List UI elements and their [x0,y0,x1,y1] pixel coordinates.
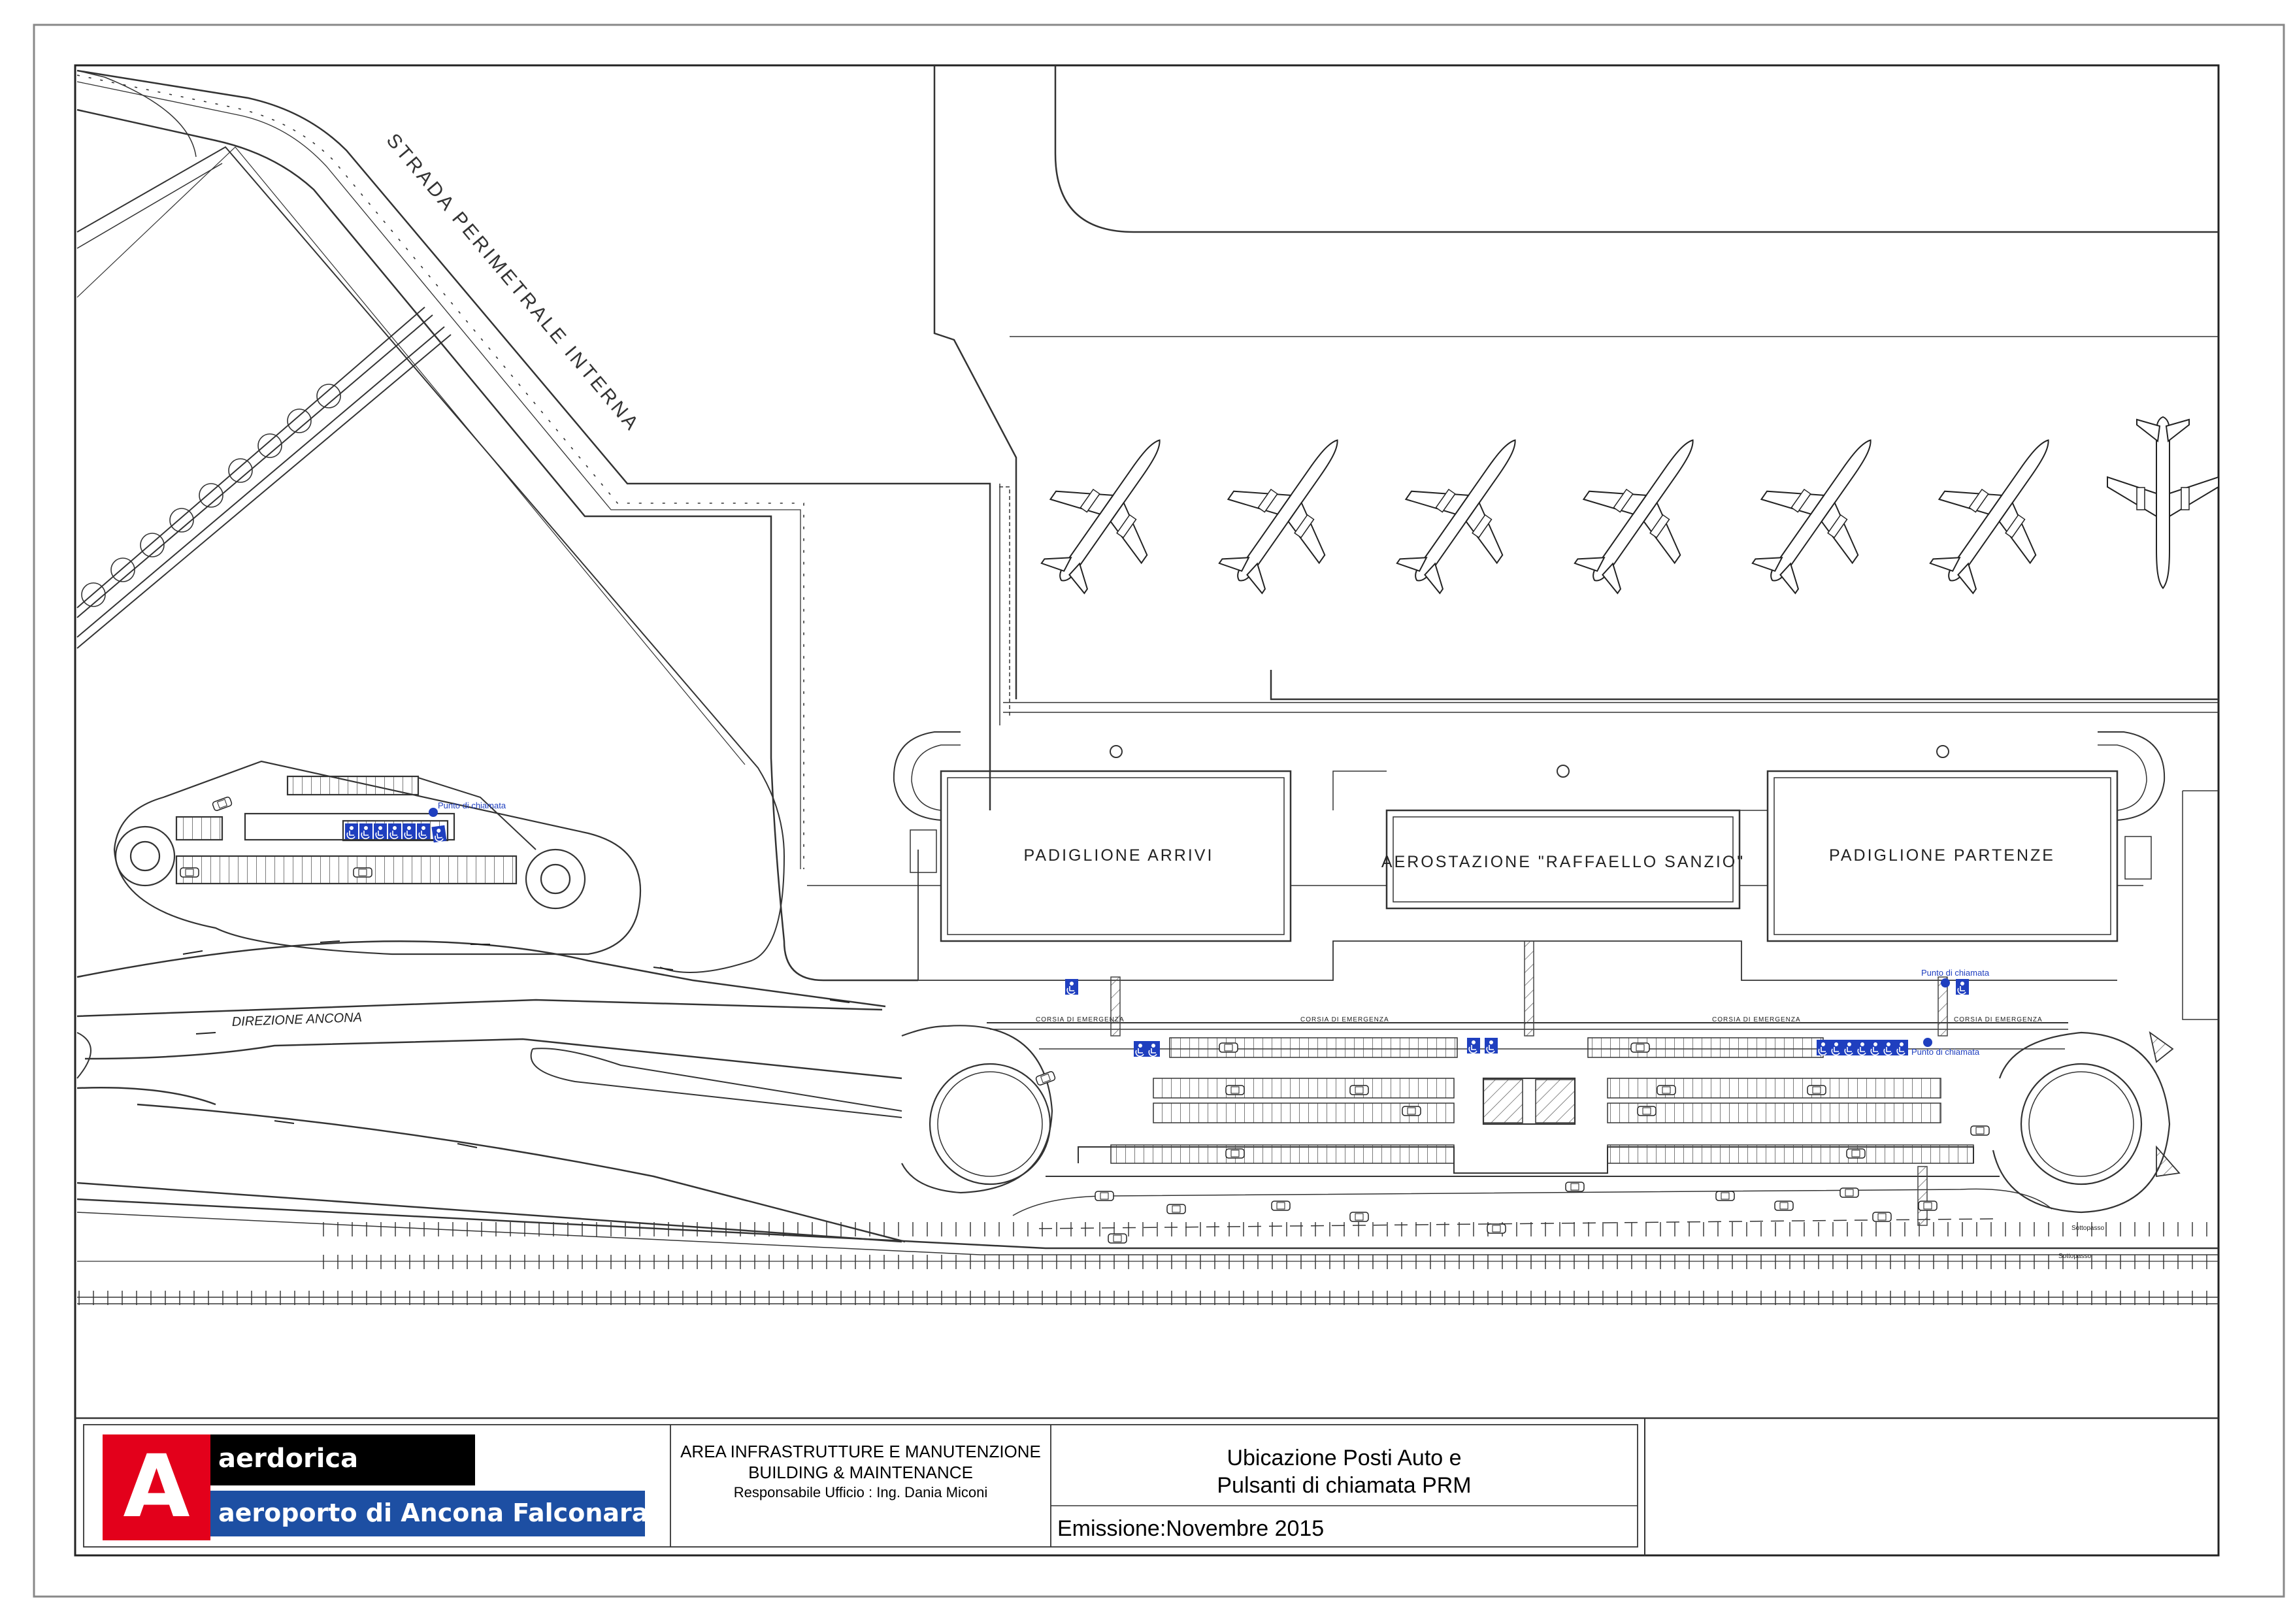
call-point-label-2: Punto di chiamata [1921,968,1990,978]
logo-blue-band: aeroporto di Ancona Falconara [210,1491,649,1536]
issue-date: Emissione:Novembre 2015 [1057,1516,1325,1541]
direction-label: DIREZIONE ANCONA [231,1010,362,1029]
emergency-lane-label-3: CORSIA DI EMERGENZA [1712,1016,1801,1023]
emergency-lane-label-4: CORSIA DI EMERGENZA [1954,1016,2043,1023]
brand-top: aerdorica [218,1444,359,1474]
logo: A aerdorica aeroporto di Ancona Falconar… [103,1434,649,1540]
emergency-lane-label-2: CORSIA DI EMERGENZA [1300,1016,1389,1023]
inner-frame [74,64,2220,1557]
perimeter-road [76,69,991,982]
logo-black-band: aerdorica [210,1434,475,1485]
dept-line-2: BUILDING & MAINTENANCE [748,1463,973,1482]
railway [77,1222,2219,1305]
terminal-label: AEROSTAZIONE "RAFFAELLO SANZIO" [1381,853,1745,871]
dept-line-1: AREA INFRASTRUTTURE E MANUTENZIONE [680,1442,1041,1461]
aerdorica-A-logo: A [123,1436,190,1537]
rail-spur [76,307,452,649]
brand-bottom: aeroporto di Ancona Falconara [218,1499,649,1527]
title-line-2: Pulsanti di chiamata PRM [1217,1473,1472,1498]
underpass-label-1: Sottopasso [2071,1225,2104,1232]
underpass-label-2: Sottopasso [2058,1253,2091,1260]
call-point-label: Punto di chiamata [438,801,506,810]
title-line-1: Ubicazione Posti Auto e [1227,1446,1462,1470]
pavilion-departures-label: PADIGLIONE PARTENZE [1829,846,2055,865]
apron [933,65,2219,725]
dept-line-3: Responsabile Ufficio : Ing. Dania Miconi [733,1484,988,1500]
stall-rows [1110,1037,1974,1164]
call-point-label-3: Punto di chiamata [1911,1047,1980,1057]
pavilion-arrivals-label: PADIGLIONE ARRIVI [1024,846,1214,865]
department-block: AREA INFRASTRUTTURE E MANUTENZIONE BUILD… [670,1441,1051,1502]
outer-frame [33,24,2285,1598]
emergency-lane-label-1: CORSIA DI EMERGENZA [1036,1016,1125,1023]
logo-red-square: A [103,1434,210,1540]
drawing-title: Ubicazione Posti Auto e Pulsanti di chia… [1051,1444,1638,1499]
terminal-buildings [807,731,2219,1020]
perimeter-road-label: STRADA PERIMETRALE INTERNA [382,129,644,436]
left-parking-loop [113,760,642,955]
title-block-frame [75,1417,2219,1555]
aircraft-stands [1015,407,2219,613]
